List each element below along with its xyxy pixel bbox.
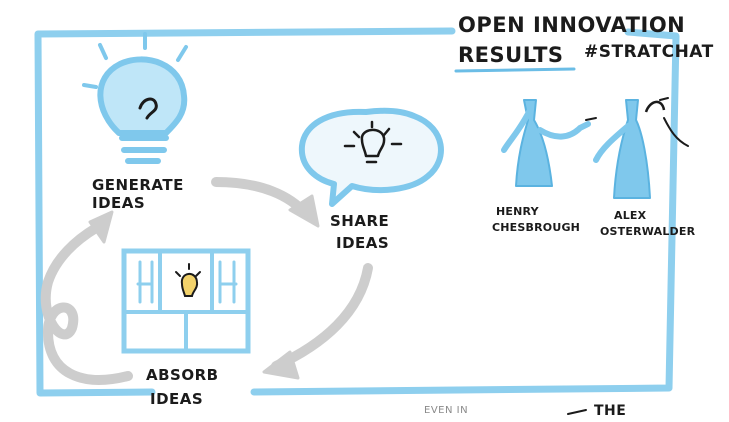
generate-label-line-1: GENERATE: [92, 176, 184, 194]
title-line-1: OPEN INNOVATION: [458, 13, 686, 37]
henry-label-line-2: CHESBROUGH: [492, 221, 581, 234]
footer-text-right: THE: [594, 403, 627, 419]
generate-label-line-2: IDEAS: [92, 194, 146, 212]
henry-label-line-1: HENRY: [496, 205, 539, 218]
share-label-line-1: SHARE: [330, 212, 390, 230]
alex-label-line-2: OSTERWALDER: [600, 225, 696, 238]
alex-label-line-1: ALEX: [614, 209, 647, 222]
footer-text-left: EVEN IN: [424, 405, 469, 416]
henry-chesbrough-figure: [501, 99, 597, 187]
lightbulb-icon: [82, 32, 188, 164]
absorb-label-line-1: ABSORB: [146, 366, 219, 384]
frame-border: [34, 27, 680, 397]
absorb-label-line-2: IDEAS: [150, 390, 204, 408]
title-underline: [454, 67, 576, 73]
absorb-framework-icon: [121, 248, 251, 354]
title-results: RESULTS: [458, 43, 564, 67]
share-label-line-2: IDEAS: [336, 234, 390, 252]
alex-osterwalder-figure: [593, 97, 689, 199]
title-hashtag: #STRATCHAT: [584, 42, 714, 62]
speech-bubble-icon: [298, 107, 444, 207]
cycle-arrows: [40, 177, 373, 385]
footer-scribble: [567, 409, 587, 415]
